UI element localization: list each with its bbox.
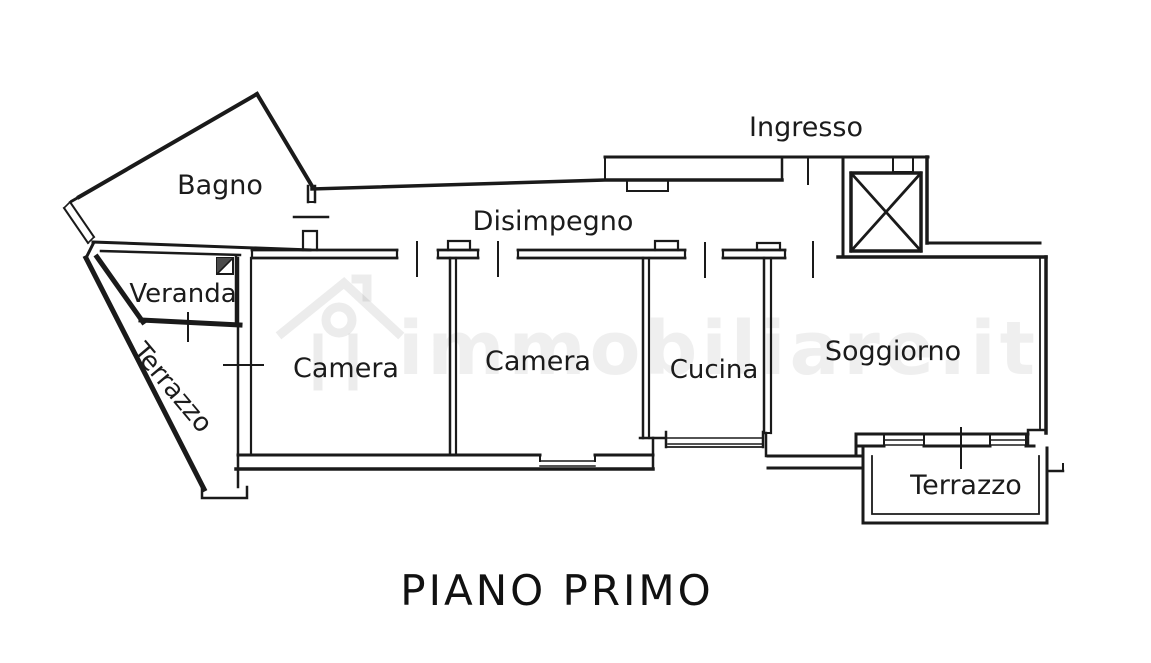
doors — [292, 156, 814, 278]
interior-walls — [250, 184, 787, 457]
watermark-text: immobiliare.it — [398, 306, 1039, 392]
room-label-veranda: Veranda — [129, 279, 236, 309]
room-label-disimpegno: Disimpegno — [473, 206, 634, 237]
plan-title: PIANO PRIMO — [400, 566, 713, 615]
room-label-camera-1: Camera — [293, 353, 399, 384]
hatch-marker — [215, 256, 235, 276]
elevator-shaft — [841, 158, 923, 258]
room-label-terrazzo-sud: Terrazzo — [909, 470, 1022, 501]
exterior-walls — [69, 91, 1048, 500]
room-label-cucina: Cucina — [670, 355, 759, 385]
house-icon — [275, 274, 405, 391]
watermark: immobiliare.it — [275, 274, 1039, 392]
room-label-camera-2: Camera — [485, 346, 591, 377]
room-label-bagno: Bagno — [177, 170, 263, 201]
terrazzo-sud-balcony — [861, 446, 1065, 525]
room-label-soggiorno: Soggiorno — [825, 336, 961, 367]
windows — [62, 200, 1027, 469]
room-label-ingresso: Ingresso — [749, 112, 863, 143]
